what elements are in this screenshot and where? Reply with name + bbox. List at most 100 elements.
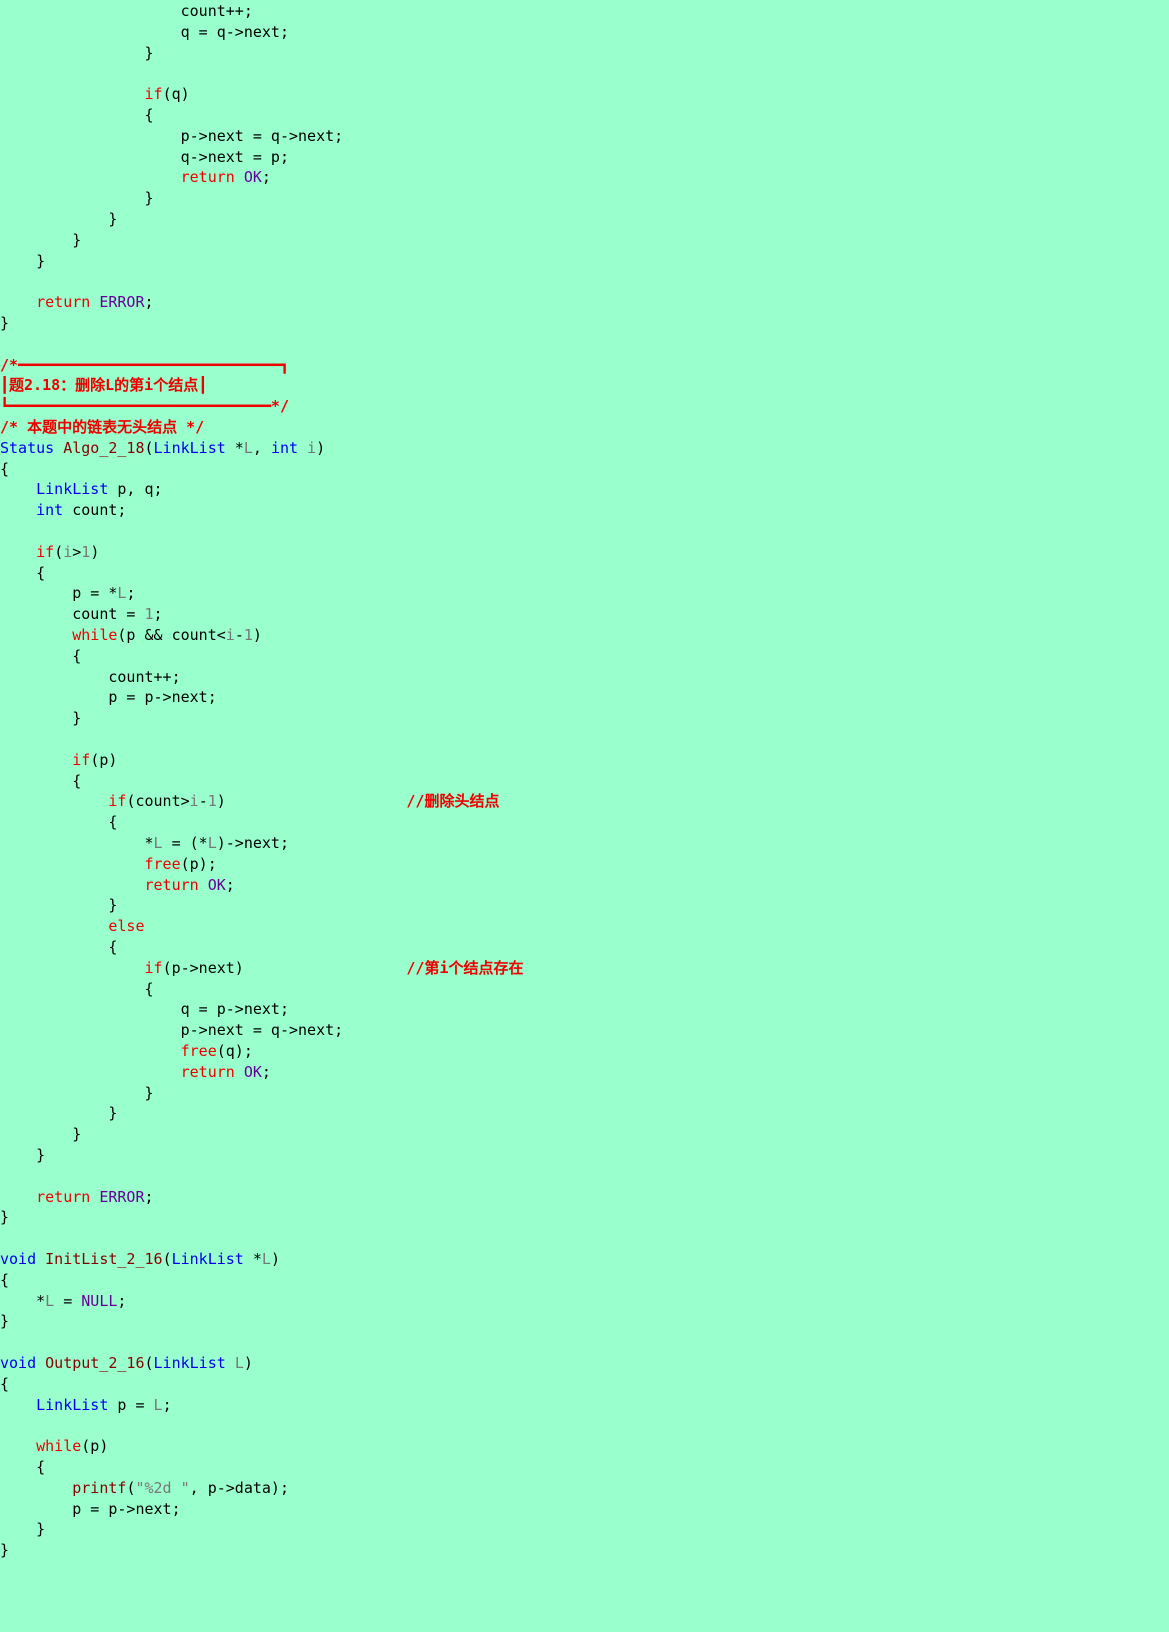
macro-token: ERROR — [99, 293, 145, 312]
code-line: return ERROR; — [0, 292, 153, 314]
code-text: * — [0, 834, 154, 852]
keyword-token: return — [144, 875, 199, 894]
parameter-token: L — [261, 1250, 271, 1268]
code-text — [0, 626, 72, 644]
code-text — [226, 1354, 235, 1372]
keyword-token: else — [108, 917, 145, 936]
code-text — [36, 1354, 45, 1372]
code-text: { — [0, 1458, 46, 1476]
code-line: { — [0, 937, 117, 959]
code-line: count++; — [0, 667, 180, 689]
type-token: int — [270, 438, 299, 457]
code-text — [0, 1437, 36, 1455]
code-text: - — [234, 626, 244, 644]
parameter-token: L — [153, 834, 163, 852]
code-text: = (* — [162, 834, 208, 852]
code-text — [0, 1479, 72, 1497]
code-text: } — [0, 709, 82, 728]
type-token: LinkList — [153, 1354, 226, 1372]
code-line: return ERROR; — [0, 1187, 153, 1209]
code-text: * — [243, 1250, 262, 1268]
code-line: if(p->next) //第i个结点存在 — [0, 958, 524, 980]
code-line: } — [0, 209, 117, 231]
code-text: } — [0, 230, 82, 249]
code-line: return OK; — [0, 875, 235, 897]
type-token: int — [36, 501, 64, 520]
code-line: *L = NULL; — [0, 1291, 126, 1313]
keyword-token: while — [36, 1437, 82, 1456]
type-token: Status — [0, 438, 55, 457]
code-text — [0, 1188, 36, 1206]
code-line: { — [0, 105, 154, 127]
type-token: LinkList — [36, 480, 109, 499]
code-line: int count; — [0, 500, 126, 522]
code-text: { — [0, 938, 118, 956]
code-text: , p->data); — [189, 1478, 289, 1497]
code-line: { — [0, 812, 117, 834]
code-line: LinkList p, q; — [0, 479, 163, 501]
parameter-token: L — [45, 1291, 55, 1310]
code-text: } — [0, 1083, 154, 1102]
code-line: } — [0, 1540, 9, 1562]
code-text: , — [252, 438, 271, 457]
code-text: ( — [144, 438, 154, 457]
type-token: void — [0, 1250, 37, 1268]
code-text — [0, 792, 108, 810]
code-line: count++; — [0, 1, 253, 23]
code-text: } — [0, 1541, 10, 1560]
keyword-token: if — [144, 958, 163, 977]
code-text: } — [0, 896, 118, 915]
code-line: if(q) — [0, 84, 190, 106]
code-text: = — [54, 1291, 82, 1310]
code-text: (count> — [126, 792, 190, 811]
code-line: if(count>i-1) //删除头结点 — [0, 791, 499, 813]
comment-token: //第i个结点存在 — [406, 958, 524, 977]
code-line: { — [0, 771, 81, 793]
code-text: } — [0, 251, 46, 270]
code-text: p = p->next; — [0, 1499, 181, 1518]
code-line: } — [0, 1124, 81, 1146]
code-text — [235, 168, 244, 186]
code-text: p->next = q->next; — [0, 1021, 344, 1040]
code-text: ) — [316, 438, 326, 457]
code-line: } — [0, 1145, 45, 1167]
code-line: if(i>1) — [0, 542, 99, 564]
code-text — [0, 543, 36, 561]
code-text: - — [198, 792, 208, 811]
code-text: p, q; — [108, 480, 163, 499]
code-line: return OK; — [0, 167, 271, 189]
code-line: /* 本题中的链表无头结点 */ — [0, 417, 204, 439]
code-text — [0, 501, 36, 519]
code-line: free(q); — [0, 1041, 253, 1063]
code-text: ) — [243, 1354, 253, 1372]
code-text: { — [0, 771, 82, 790]
code-line: { — [0, 563, 45, 585]
code-text: ) — [90, 542, 100, 561]
parameter-token: i — [63, 542, 73, 561]
code-text: * — [0, 1291, 46, 1310]
code-text: { — [0, 1270, 10, 1289]
code-text: p->next = q->next; — [0, 126, 344, 145]
code-text: ( — [54, 542, 64, 561]
string-token: "%2d " — [135, 1478, 190, 1497]
code-text: } — [0, 1146, 46, 1164]
code-text: } — [0, 210, 118, 228]
code-text: p = — [108, 1395, 154, 1414]
code-text: q = p->next; — [0, 1000, 289, 1019]
code-line: { — [0, 646, 81, 668]
code-line: ┃题2.18：删除L的第i个结点┃ — [0, 375, 207, 397]
code-text — [0, 1063, 181, 1081]
code-text: { — [0, 106, 154, 124]
code-text — [0, 1396, 36, 1414]
code-line: } — [0, 895, 117, 917]
code-line: { — [0, 1374, 9, 1396]
code-text: ; — [153, 605, 163, 624]
code-text: ; — [225, 875, 235, 894]
code-text — [0, 917, 108, 935]
type-token: LinkList — [36, 1395, 109, 1414]
macro-token: NULL — [81, 1291, 118, 1310]
code-text — [0, 168, 181, 186]
code-text: (q); — [216, 1042, 253, 1060]
code-line: } — [0, 1311, 9, 1333]
